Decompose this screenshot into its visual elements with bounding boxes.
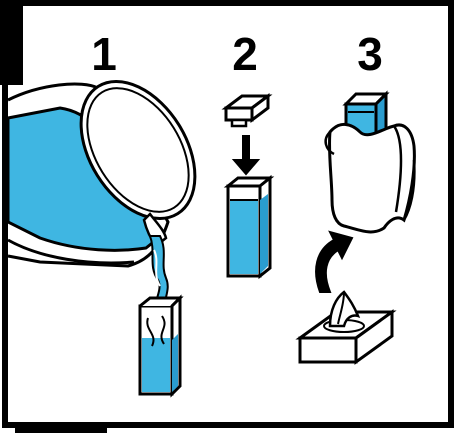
cuvette-cap-plug: [232, 120, 246, 126]
down-arrow-icon: [234, 136, 258, 174]
step-2-number: 2: [232, 28, 258, 80]
cuvette-2-liquid: [230, 200, 258, 274]
curved-up-arrow-icon: [316, 232, 352, 292]
cuvette-cap-front: [226, 108, 252, 120]
step-1-number: 1: [91, 28, 117, 80]
tissue-wrap: [329, 124, 414, 232]
pour-water-into-cuvette-icon: [8, 61, 218, 394]
cuvette-1-liquid: [142, 338, 170, 392]
corner-marker: [0, 0, 23, 85]
cap-cuvette-icon: [226, 96, 270, 276]
cuvette-2-liquid-side: [260, 194, 268, 274]
cuvette-1-liquid-side: [172, 334, 178, 392]
tissue-box-front: [300, 338, 356, 362]
step-3-number: 3: [357, 28, 383, 80]
wipe-cuvette-with-tissue-icon: [300, 94, 414, 362]
bottom-tab-marker: [15, 425, 107, 433]
